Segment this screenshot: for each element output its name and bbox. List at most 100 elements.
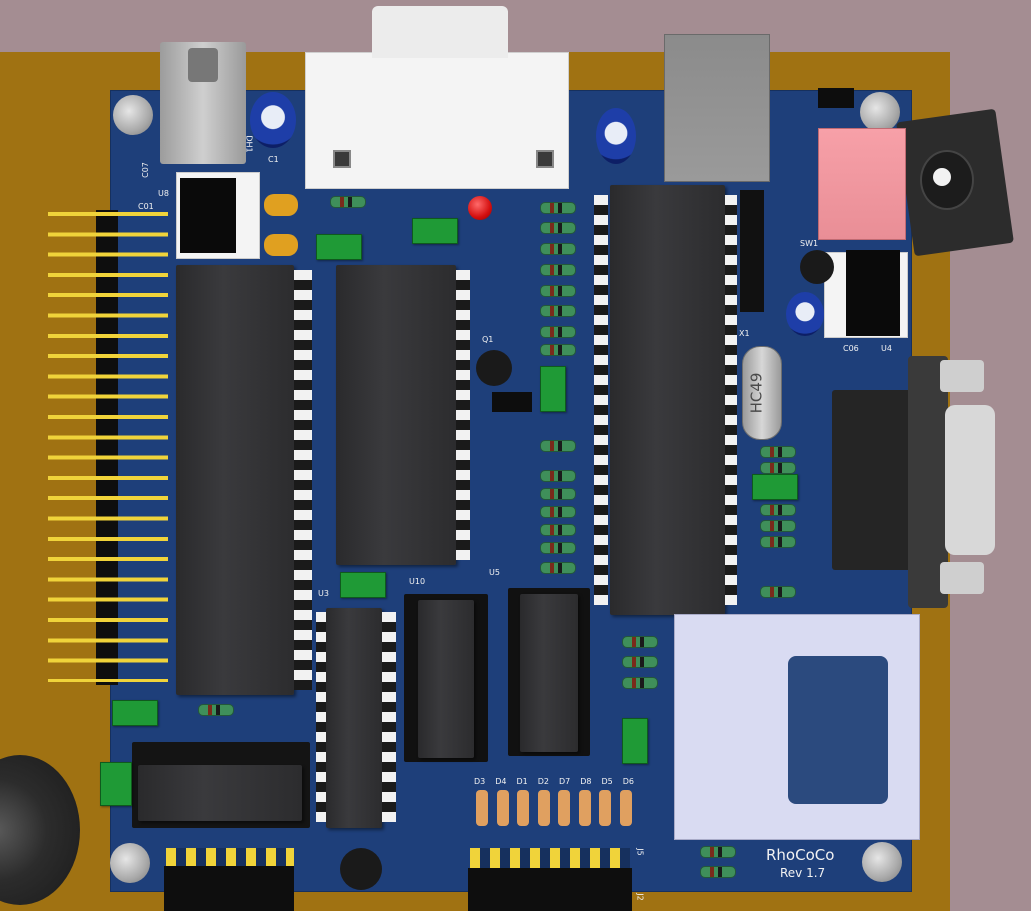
electrolytic-capacitor [786, 292, 824, 336]
mount-hole [862, 842, 902, 882]
indicator-led [619, 790, 632, 826]
transistor [800, 250, 834, 284]
ic-u10 [418, 600, 474, 758]
mount-post [536, 150, 554, 168]
label-c07: C07 [140, 162, 150, 178]
led-label: D4 [495, 777, 507, 786]
resistor [540, 542, 576, 554]
jumper [492, 392, 532, 412]
led-label: D3 [474, 777, 486, 786]
ic-bottom [138, 765, 302, 821]
ceramic-capacitor [540, 366, 566, 412]
tantalum-capacitor [264, 194, 298, 216]
led-labels: D3 D4 D1 D2 D7 D8 D5 D6 [474, 778, 634, 786]
pin-header-bottom-left-body [164, 866, 294, 911]
usb-connector-icon [664, 34, 770, 182]
ceramic-capacitor [100, 762, 132, 806]
mount-hole [860, 92, 900, 132]
mount-hole [110, 843, 150, 883]
label-u8: U8 [158, 189, 169, 198]
socket-pins [456, 270, 470, 560]
dsub-post [940, 360, 984, 392]
resistor [760, 586, 796, 598]
pin-header-j5 [470, 848, 630, 868]
audio-jack-icon [188, 48, 218, 82]
ceramic-capacitor [752, 474, 798, 500]
label-u5: U5 [489, 568, 500, 577]
resistor [622, 636, 658, 648]
resistor [540, 222, 576, 234]
resistor [622, 677, 658, 689]
resistor [540, 243, 576, 255]
resistor [540, 488, 576, 500]
ic-dip40-right [610, 185, 725, 615]
transistor-q1 [476, 350, 512, 386]
indicator-led [517, 790, 530, 826]
resistor [540, 264, 576, 276]
resistor [540, 562, 576, 574]
resistor [540, 470, 576, 482]
label-c1: C1 [268, 155, 279, 164]
socket-pins [594, 195, 608, 605]
label-dh1: DH1 [244, 135, 254, 153]
crystal-label: HC49 [747, 372, 766, 414]
label-u10: U10 [409, 577, 426, 586]
ceramic-capacitor [340, 572, 386, 598]
pin-header-bottom-left [166, 848, 294, 868]
electrolytic-capacitor [596, 108, 636, 164]
label-u4: U4 [881, 344, 892, 353]
label-x1: X1 [739, 329, 750, 338]
ic-u5 [520, 594, 578, 752]
crystal-x1 [742, 346, 782, 440]
indicator-led [537, 790, 550, 826]
led-label: D7 [559, 777, 571, 786]
power-switch [818, 128, 906, 240]
led-label: D2 [537, 777, 549, 786]
jumper [818, 88, 854, 108]
led-label: D6 [622, 777, 634, 786]
indicator-led [476, 790, 488, 826]
label-j2: J2 [635, 893, 645, 901]
dsub-connector-icon [945, 405, 995, 555]
ceramic-capacitor [622, 718, 648, 764]
dsub-connector-icon [372, 6, 508, 58]
indicator-led [599, 790, 612, 826]
label-j5: J5 [635, 848, 645, 856]
regulator-body [846, 250, 900, 336]
label-c01: C01 [138, 202, 154, 211]
resistor [760, 520, 796, 532]
pin-header-pins [48, 212, 168, 682]
tantalum-capacitor [264, 234, 298, 256]
indicator-led [558, 790, 571, 826]
ic-u3 [326, 608, 382, 828]
pin-header-vertical [740, 190, 764, 312]
mount-hole [113, 95, 153, 135]
ceramic-capacitor [412, 218, 458, 244]
resistor [540, 344, 576, 356]
power-led [468, 196, 492, 220]
resistor [198, 704, 234, 716]
board-revision: Rev 1.7 [780, 866, 826, 880]
indicator-led [496, 790, 509, 826]
label-sw1: SW1 [800, 239, 819, 248]
pin-header-j2 [468, 868, 632, 911]
label-q1: Q1 [482, 335, 494, 344]
regulator-body [180, 178, 236, 253]
ic-dip40-left [176, 265, 294, 695]
resistor [760, 536, 796, 548]
transistor [340, 848, 382, 890]
led-label: D1 [516, 777, 528, 786]
resistor [540, 202, 576, 214]
resistor [760, 462, 796, 474]
indicator-led [578, 790, 591, 826]
led-label: D5 [601, 777, 613, 786]
power-jack-hole [933, 168, 951, 186]
led-row [476, 790, 632, 830]
resistor [330, 196, 366, 208]
resistor [622, 656, 658, 668]
resistor [760, 446, 796, 458]
resistor [540, 326, 576, 338]
electrolytic-capacitor [250, 92, 296, 148]
ceramic-capacitor [112, 700, 158, 726]
